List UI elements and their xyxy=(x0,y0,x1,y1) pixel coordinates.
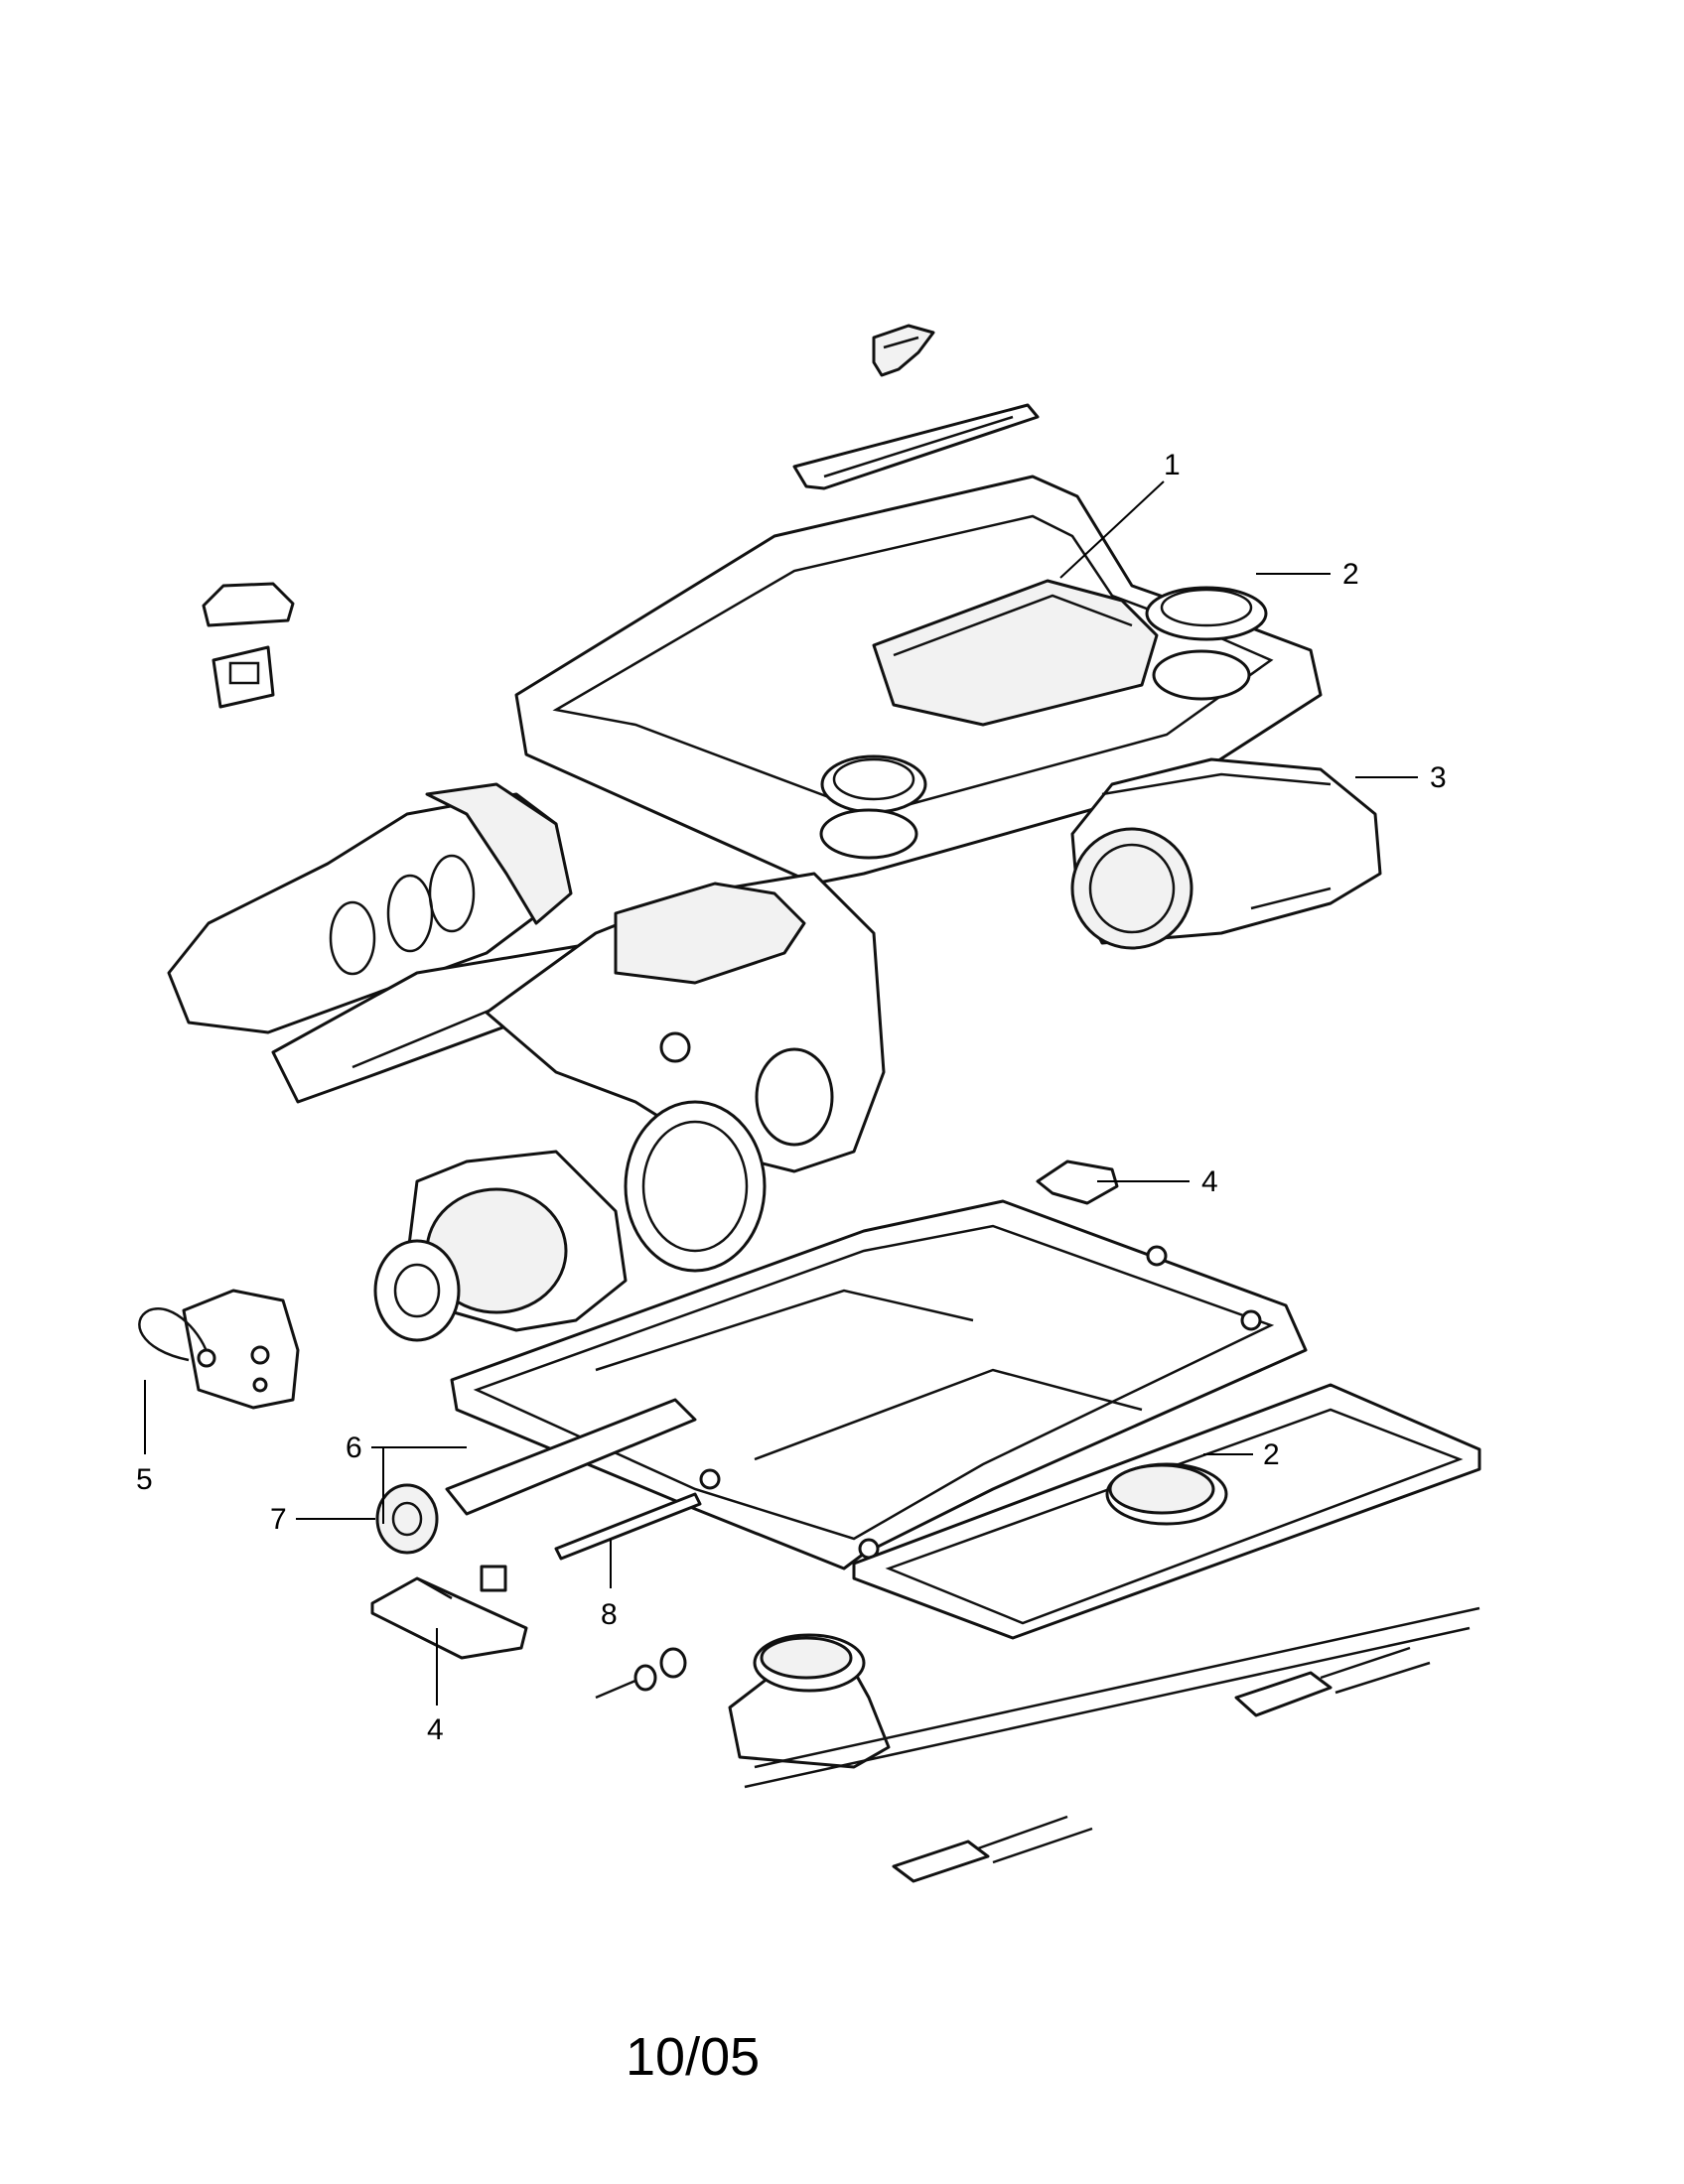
lower-port-seal xyxy=(1105,1462,1228,1526)
upper-bracket-clip xyxy=(1036,1160,1119,1205)
sole-plate xyxy=(728,1606,1480,1789)
central-fan-housing xyxy=(485,872,886,1273)
date-code: 10/05 xyxy=(626,2027,760,2087)
rocker-switch xyxy=(211,645,275,709)
base-pan xyxy=(450,1199,1308,1570)
callout-4-upper: 4 xyxy=(1201,1165,1218,1198)
callout-6: 6 xyxy=(346,1432,362,1464)
switch-cap xyxy=(202,582,295,627)
brush-bar-strip xyxy=(554,1492,702,1561)
cord-bracket xyxy=(138,1289,300,1410)
belt-guard-plate xyxy=(370,1565,528,1660)
motor-cover-shell xyxy=(1070,757,1382,950)
callout-4-lower: 4 xyxy=(427,1713,444,1746)
leader-lines xyxy=(144,480,1418,1706)
brush-roll xyxy=(375,1398,697,1555)
handle-release-clip xyxy=(872,324,935,377)
callout-labels: 1 2 3 4 5 6 7 2 8 4 xyxy=(136,449,1447,1746)
axle-pins xyxy=(595,1647,687,1700)
left-motor-housing xyxy=(167,782,573,1034)
fan-impeller-assembly xyxy=(373,1150,628,1342)
callout-8: 8 xyxy=(601,1598,618,1631)
top-cover-strip xyxy=(792,403,1040,490)
callout-5: 5 xyxy=(136,1463,153,1496)
wheel-clip-left xyxy=(892,1815,1093,1883)
callout-7: 7 xyxy=(270,1503,287,1536)
callout-2-lower: 2 xyxy=(1263,1438,1280,1471)
callout-2-upper: 2 xyxy=(1342,558,1359,591)
wheel-clip-right xyxy=(1234,1646,1431,1717)
callout-3: 3 xyxy=(1430,761,1447,794)
callout-1: 1 xyxy=(1164,449,1181,481)
